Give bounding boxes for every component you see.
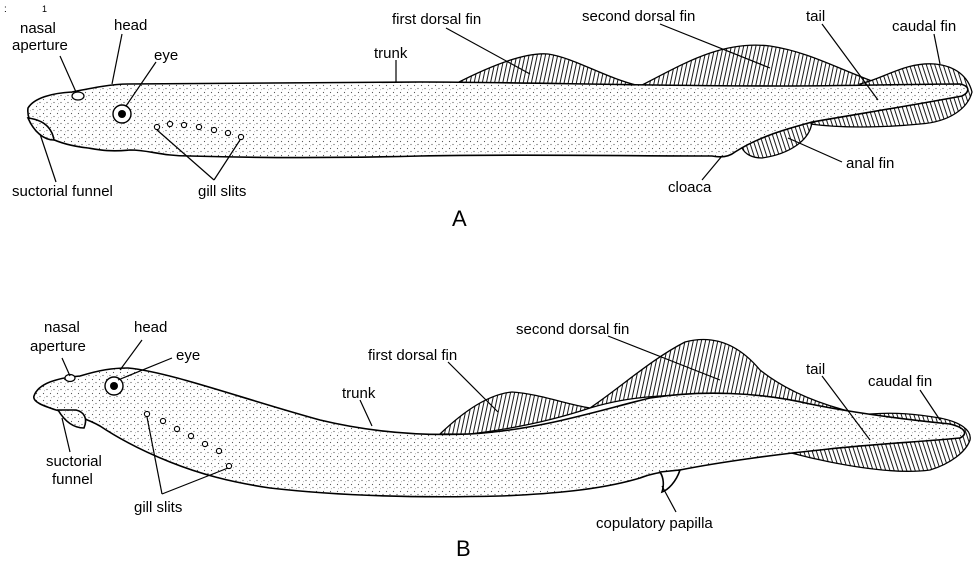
b-label-first-dorsal-fin: first dorsal fin <box>368 347 457 364</box>
a-leader-anal <box>788 138 842 162</box>
a-label-anal-fin: anal fin <box>846 155 894 172</box>
a-second-dorsal-fin <box>640 45 880 88</box>
b-label-second-dorsal-fin: second dorsal fin <box>516 321 629 338</box>
a-label-first-dorsal-fin: first dorsal fin <box>392 11 481 28</box>
b-label-gill-slits: gill slits <box>134 499 182 516</box>
b-label-trunk: trunk <box>342 385 376 402</box>
a-label-suctorial-funnel: suctorial funnel <box>12 183 113 200</box>
b-panel-label: B <box>456 536 471 558</box>
a-label-eye: eye <box>154 47 178 64</box>
a-leader-cloaca <box>702 156 722 180</box>
b-label-head: head <box>134 319 167 336</box>
b-label-caudal-fin: caudal fin <box>868 373 932 390</box>
b-leader-papilla <box>662 486 676 512</box>
a-leader-caudal <box>934 34 940 64</box>
a-nasal-aperture-shape <box>72 92 84 100</box>
a-label-caudal-fin: caudal fin <box>892 18 956 35</box>
a-label-tail: tail <box>806 8 825 25</box>
b-leader-gill-2 <box>162 468 228 494</box>
diagram-a: nasal aperture head eye first dorsal fin… <box>12 8 972 231</box>
corner-mark-a: : <box>4 4 7 15</box>
a-label-cloaca: cloaca <box>668 179 712 196</box>
a-eye-pupil <box>118 110 126 118</box>
a-body <box>28 82 968 158</box>
a-first-dorsal-fin <box>455 54 640 86</box>
a-label-gill-slits: gill slits <box>198 183 246 200</box>
b-leader-trunk <box>360 400 372 426</box>
a-panel-label: A <box>452 206 467 231</box>
a-label-nasal-2: aperture <box>12 37 68 54</box>
b-leader-first-dorsal <box>448 362 498 412</box>
a-leader-funnel <box>40 134 56 182</box>
b-label-suctorial-1: suctorial <box>46 453 102 470</box>
b-leader-nasal <box>62 358 70 376</box>
corner-mark-b: 1 <box>42 4 47 14</box>
b-label-nasal-2: aperture <box>30 338 86 355</box>
b-label-nasal-1: nasal <box>44 319 80 336</box>
a-leader-first-dorsal <box>446 28 530 74</box>
b-eye-pupil <box>110 382 118 390</box>
a-leader-head <box>112 34 122 84</box>
b-label-copulatory-papilla: copulatory papilla <box>596 515 713 532</box>
a-label-head: head <box>114 17 147 34</box>
b-label-eye: eye <box>176 347 200 364</box>
b-leader-head <box>120 340 142 370</box>
a-label-trunk: trunk <box>374 45 408 62</box>
diagram-b: nasal aperture head eye second dorsal fi… <box>30 319 970 558</box>
b-label-tail: tail <box>806 361 825 378</box>
a-label-second-dorsal-fin: second dorsal fin <box>582 8 695 25</box>
b-label-suctorial-2: funnel <box>52 471 93 488</box>
a-leader-nasal <box>60 56 76 92</box>
b-body <box>34 368 965 497</box>
a-label-nasal-1: nasal <box>20 20 56 37</box>
